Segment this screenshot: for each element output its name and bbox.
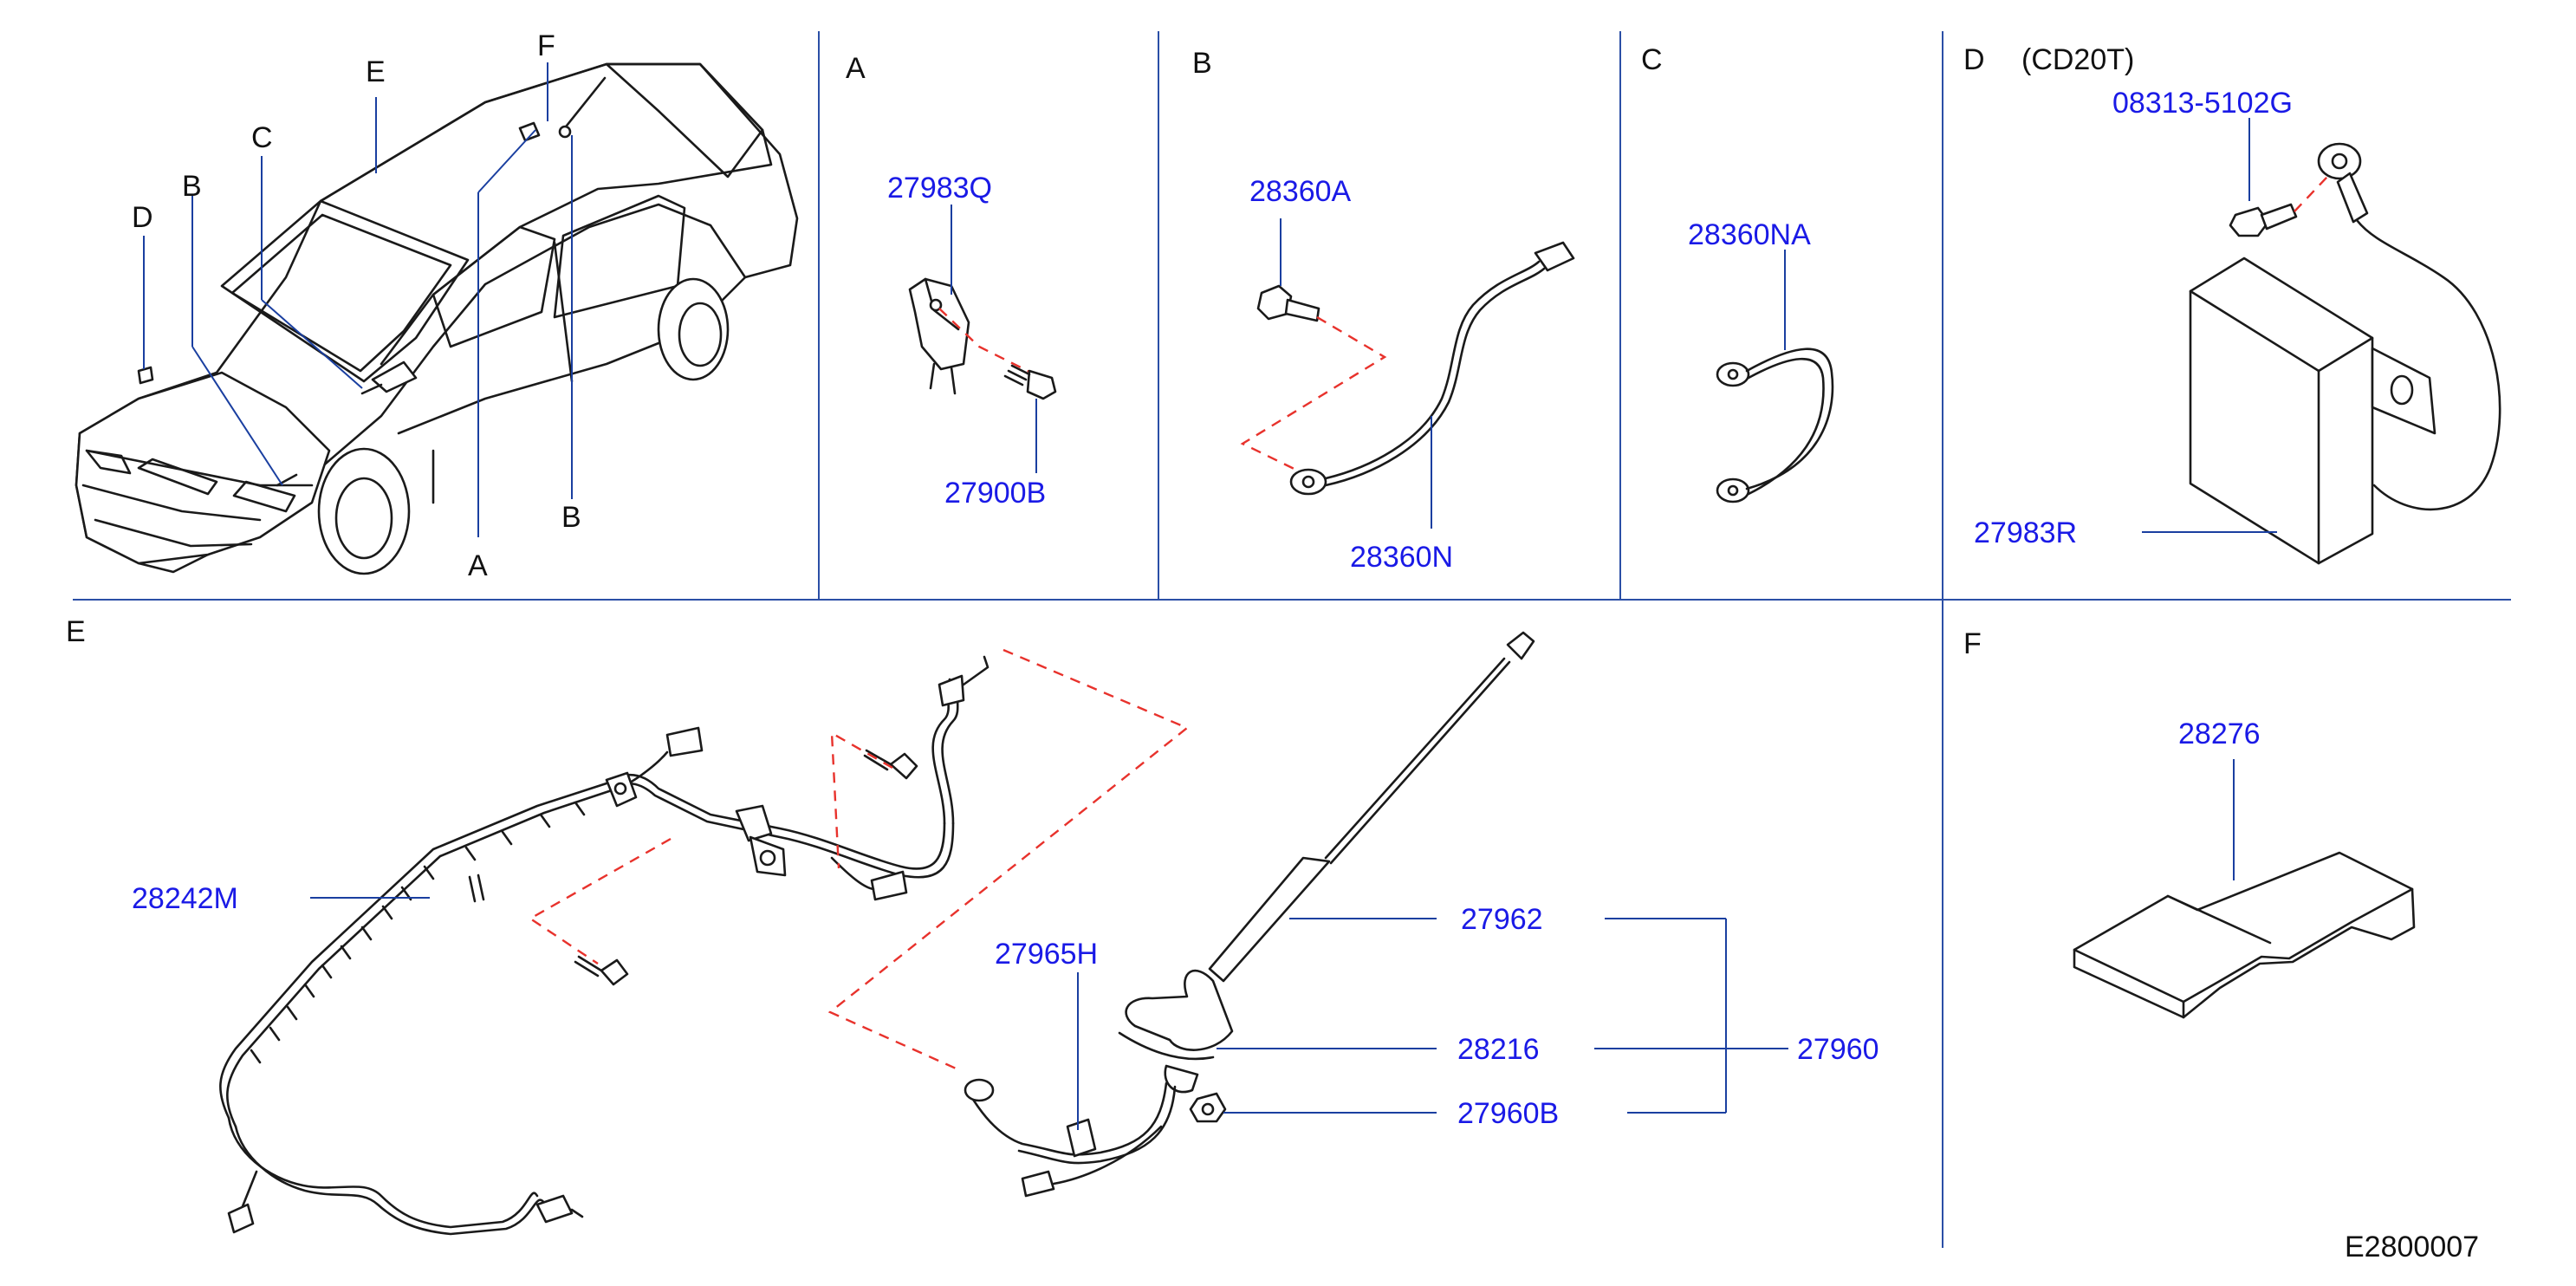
amplifier-illustration [908, 277, 1057, 400]
ground-cable-b-illustration [1240, 241, 1575, 496]
bolt-28360a [1256, 284, 1320, 322]
section-label-c: C [1641, 43, 1663, 76]
antenna-harness-illustration [219, 631, 1535, 1236]
section-dividers [73, 31, 2511, 1248]
part-28360na[interactable]: 28360NA [1688, 218, 1811, 251]
part-28360a[interactable]: 28360A [1249, 175, 1352, 208]
car-label-e: E [366, 55, 386, 88]
screw-08313-5102g [2229, 203, 2298, 237]
part-28276[interactable]: 28276 [2178, 718, 2261, 750]
module-27983r-illustration [2189, 142, 2501, 565]
part-28242m[interactable]: 28242M [132, 882, 238, 915]
ground-cable-c-illustration [1716, 347, 1834, 503]
car-label-c: C [251, 121, 273, 154]
section-label-f: F [1963, 627, 1982, 660]
screw-27900b [1003, 364, 1057, 400]
part-27983q[interactable]: 27983Q [887, 172, 992, 205]
part-27960b[interactable]: 27960B [1457, 1097, 1559, 1130]
car-label-b-rear: B [561, 501, 581, 534]
terminal-lug [2317, 142, 2369, 224]
harness-clips [250, 801, 586, 1064]
part-27900b[interactable]: 27900B [944, 477, 1046, 510]
car-label-a: A [468, 549, 488, 582]
part-27983r[interactable]: 27983R [1974, 516, 2077, 549]
part-28216[interactable]: 28216 [1457, 1033, 1540, 1066]
part-27965h[interactable]: 27965H [995, 938, 1098, 971]
screw-harness-2 [574, 955, 629, 986]
section-d-note: (CD20T) [2021, 43, 2134, 76]
car-leaders [143, 62, 573, 537]
car-illustration [75, 62, 799, 575]
pad-28276-illustration [2073, 851, 2416, 1019]
diagram-code: E2800007 [2345, 1231, 2479, 1263]
section-label-b: B [1192, 47, 1212, 80]
section-label-d: D [1963, 43, 1985, 76]
section-label-e: E [66, 615, 86, 648]
part-27960[interactable]: 27960 [1797, 1033, 1879, 1066]
car-label-d: D [132, 201, 153, 234]
section-label-a: A [846, 52, 866, 85]
part-27962[interactable]: 27962 [1461, 903, 1543, 936]
car-label-b-front: B [182, 170, 202, 203]
car-label-f: F [537, 29, 555, 62]
part-28360n[interactable]: 28360N [1350, 541, 1453, 574]
part-08313-5102g[interactable]: 08313-5102G [2112, 87, 2293, 120]
screw-harness-1 [863, 749, 918, 780]
